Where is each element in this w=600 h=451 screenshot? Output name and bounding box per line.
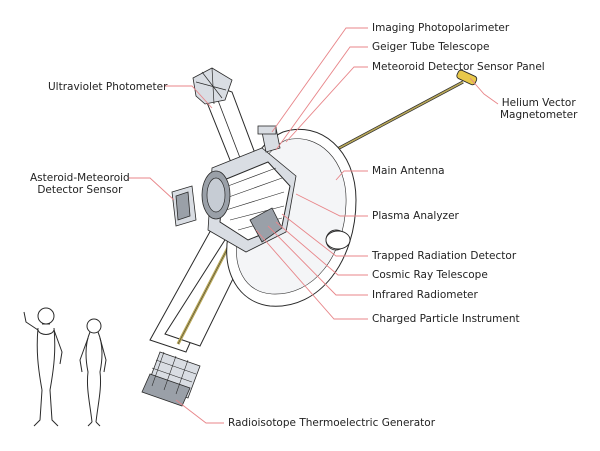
rtg-unit	[141, 351, 201, 407]
leader-cosmic-ray	[275, 221, 368, 276]
leader-rtg	[175, 399, 224, 424]
label-meteoroid-detector-sensor-panel: Meteoroid Detector Sensor Panel	[372, 61, 545, 73]
asteroid-meteoroid-detector	[171, 185, 197, 227]
label-radioisotope-thermoelectric-generator: Radioisotope Thermoelectric Generator	[228, 417, 436, 429]
label-helium-vector-magnetometer: Helium Vector Magnetometer	[500, 97, 578, 121]
leader-helium-magnetometer	[469, 77, 499, 105]
label-plasma-analyzer: Plasma Analyzer	[372, 210, 459, 222]
male-figure	[23, 307, 63, 427]
label-cosmic-ray-telescope: Cosmic Ray Telescope	[372, 269, 488, 281]
leader-charged-particle	[255, 229, 368, 320]
label-imaging-photopolarimeter: Imaging Photopolarimeter	[372, 22, 510, 34]
leader-geiger-tube-telescope	[275, 46, 368, 151]
female-figure	[79, 318, 107, 427]
leader-lines	[128, 27, 499, 424]
label-ultraviolet-photometer: Ultraviolet Photometer	[48, 81, 168, 93]
label-main-antenna: Main Antenna	[372, 165, 445, 177]
label-geiger-tube-telescope: Geiger Tube Telescope	[372, 41, 490, 53]
plasma-analyzer-dish	[325, 230, 351, 250]
leader-plasma-analyzer	[295, 193, 368, 217]
leader-main-antenna	[335, 170, 368, 181]
plaque-figures	[23, 307, 107, 427]
leader-meteoroid-panel	[285, 66, 368, 143]
label-trapped-radiation-detector: Trapped Radiation Detector	[372, 250, 517, 262]
leader-infrared-radiometer	[267, 225, 368, 296]
label-charged-particle-instrument: Charged Particle Instrument	[372, 313, 520, 325]
magnetometer-sensor	[456, 69, 478, 86]
label-asteroid-meteoroid-detector-sensor: Asteroid-Meteoroid Detector Sensor	[30, 172, 130, 196]
leader-imaging-photopolarimeter	[271, 27, 368, 133]
leader-ultraviolet-photometer	[164, 85, 213, 109]
leader-trapped-radiation	[281, 213, 368, 257]
leader-asteroid-meteoroid	[128, 177, 175, 201]
equipment-compartment	[201, 125, 297, 253]
label-infrared-radiometer: Infrared Radiometer	[372, 289, 478, 301]
